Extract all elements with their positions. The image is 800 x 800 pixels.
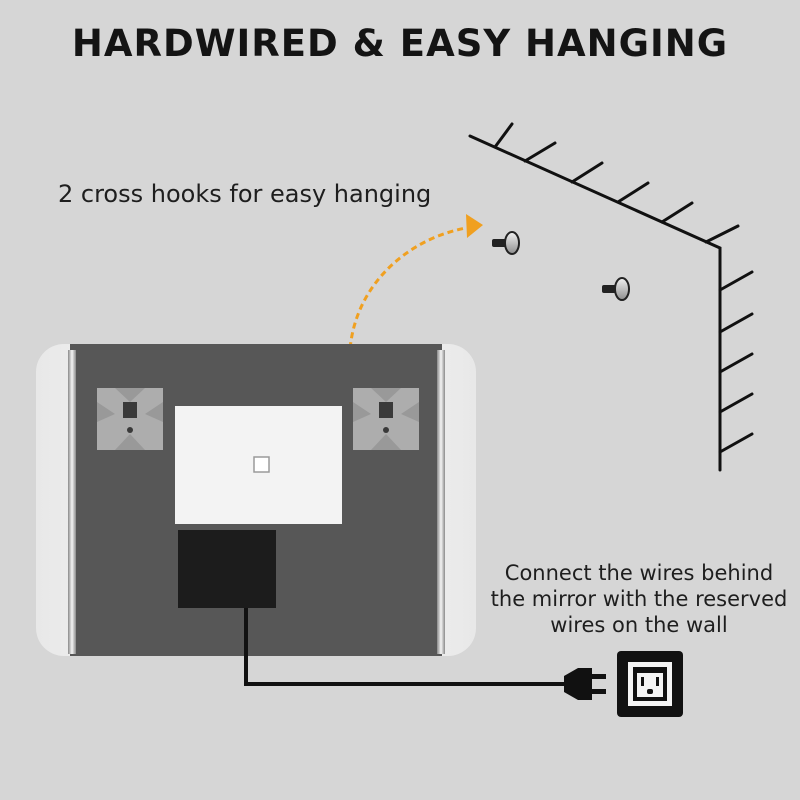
hooks-callout: 2 cross hooks for easy hanging [58,180,432,208]
wall-screw-icon [492,231,520,255]
wall-edge-line [468,134,722,472]
wires-callout-line: wires on the wall [550,613,728,637]
led-strip-right [437,350,445,654]
wall-outlet-icon [617,651,683,717]
wires-callout-line: the mirror with the reserved [490,587,788,611]
power-cable [244,608,566,686]
cross-hook-icon [97,388,163,450]
power-plug-icon [564,668,606,700]
cross-hook-icon [353,388,419,450]
wall-hatching [493,122,754,454]
wires-callout-line: Connect the wires behind [504,561,774,585]
page-title: HARDWIRED & EASY HANGING [71,22,729,65]
led-strip-left [68,350,76,654]
mirror-back [36,344,476,656]
junction-box [178,530,276,608]
switch-icon [253,456,270,473]
wires-callout: Connect the wires behind the mirror with… [478,560,800,638]
arrow-head-icon [466,214,483,238]
wall-corner-diagram [468,122,754,472]
wall-screw-icon [602,277,630,301]
